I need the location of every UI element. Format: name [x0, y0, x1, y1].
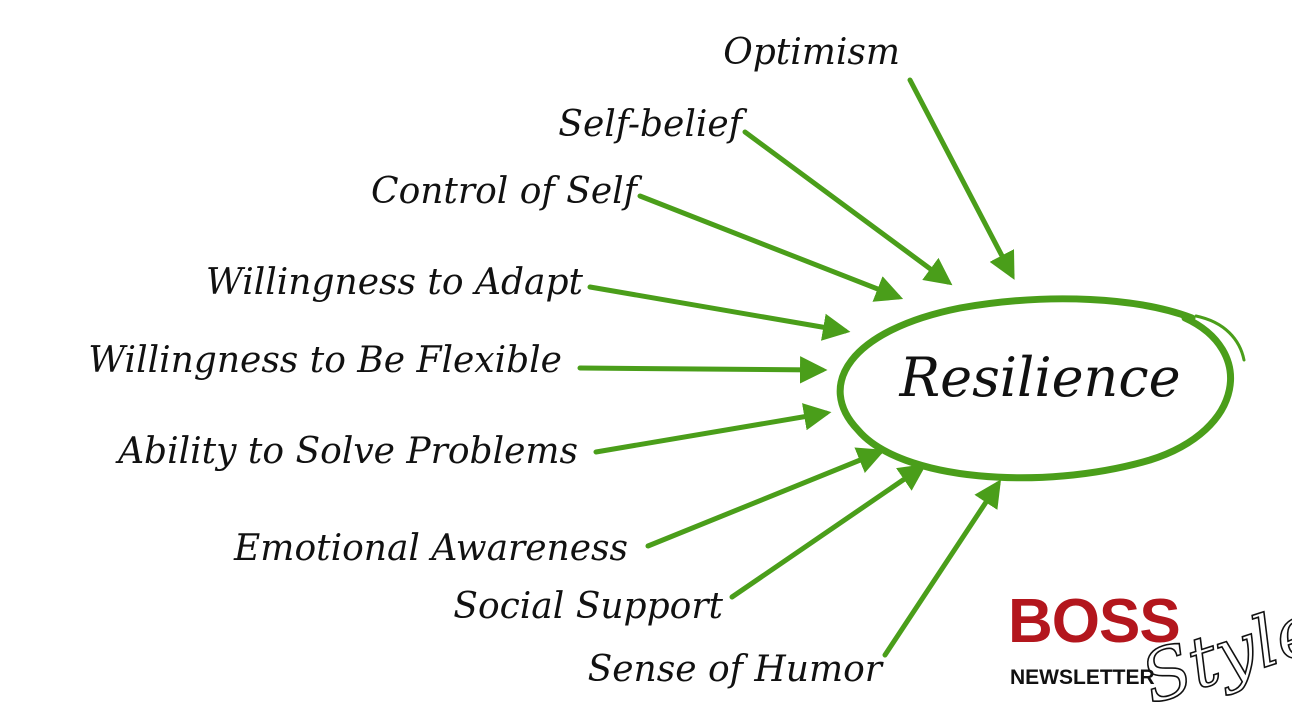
factor-emotional-awareness: Emotional Awareness [233, 528, 628, 569]
factor-ability-to-solve-problems: Ability to Solve Problems [115, 431, 578, 472]
arrow-social-support [729, 463, 927, 600]
brand-newsletter-label: NEWSLETTER [1010, 666, 1155, 689]
arrow-willingness-to-be-flexible [577, 356, 828, 384]
factor-control-of-self: Control of Self [371, 171, 643, 212]
factor-willingness-to-adapt: Willingness to Adapt [206, 262, 584, 303]
brand-logo: BOSS NEWSLETTER Style [1008, 586, 1292, 721]
arrow-optimism [907, 77, 1015, 280]
factor-willingness-to-be-flexible: Willingness to Be Flexible [88, 340, 562, 381]
center-ellipse [836, 295, 1246, 482]
factor-sense-of-humor: Sense of Humor [588, 649, 884, 690]
arrow-self-belief [742, 129, 953, 286]
factor-optimism: Optimism [723, 32, 900, 73]
factor-self-belief: Self-belief [558, 104, 747, 145]
arrow-sense-of-humor [882, 479, 1002, 658]
arrows [577, 77, 1015, 658]
center-label: Resilience [898, 346, 1180, 409]
brand-boss-wordmark: BOSS [1008, 587, 1180, 656]
factor-social-support: Social Support [453, 586, 723, 627]
arrow-ability-to-solve-problems [593, 403, 832, 455]
arrow-control-of-self [637, 193, 904, 302]
arrow-willingness-to-adapt [587, 284, 851, 341]
factor-labels: Optimism Self-belief Control of Self Wil… [88, 32, 900, 690]
arrow-emotional-awareness [645, 447, 886, 549]
